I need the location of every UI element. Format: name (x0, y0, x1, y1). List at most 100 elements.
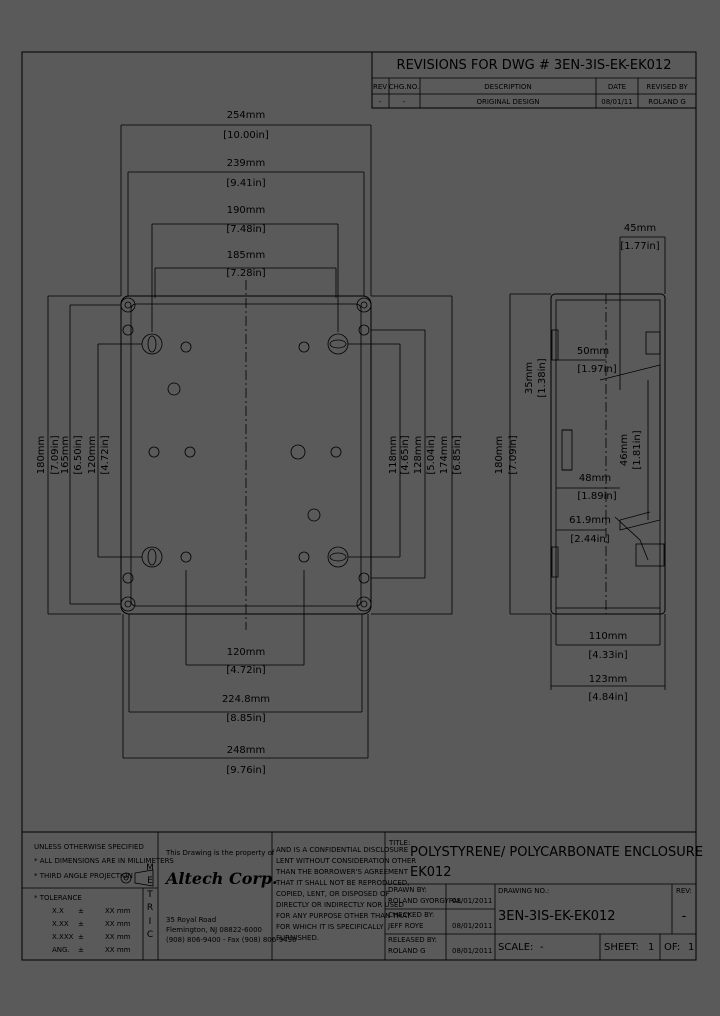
side-dim-45-in: [1.77in] (620, 241, 659, 252)
title-block: UNLESS OTHERWISE SPECIFIED * ALL DIMENSI… (21, 831, 703, 961)
confidential-line-6: DIRECTLY OR INDIRECTLY NOR USED (276, 901, 404, 909)
chg-value: - (403, 98, 406, 106)
revised-by-header: REVISED BY (646, 83, 688, 91)
side-outline (550, 293, 666, 615)
drawn-by-label: DRAWN BY: (388, 886, 427, 894)
vdim-120-in: [4.72in] (100, 435, 111, 474)
tol-val-2: XX mm (105, 920, 131, 928)
side-dim-46-mm: 46mm (619, 434, 630, 466)
tol-key-3: X.XXX (52, 933, 74, 941)
dim-2248-in: [8.85in] (226, 713, 265, 724)
tol-val-4: XX mm (105, 946, 131, 954)
metric-letter-m: M (146, 863, 154, 873)
note-line-1: UNLESS OTHERWISE SPECIFIED (34, 843, 144, 851)
dim-2248-mm: 224.8mm (222, 694, 270, 705)
tol-key-1: X.X (52, 907, 64, 915)
metric-letter-c: C (147, 930, 153, 940)
released-by-name: ROLAND G (388, 947, 426, 955)
address-line-2: Flemington, NJ 08822-6000 (166, 926, 262, 934)
address-line-1: 35 Royal Road (166, 916, 216, 924)
rev-value-block: - (682, 909, 687, 924)
dim-254-mm: 254mm (227, 110, 266, 121)
title-label: TITLE: (388, 839, 410, 847)
svg-text:±: ± (78, 907, 84, 915)
drawing-no-value: 3EN-3IS-EK-EK012 (498, 909, 616, 924)
dim-120-mm: 120mm (227, 647, 266, 658)
side-dim-48-mm: 48mm (579, 473, 611, 484)
side-dim-46-in: [1.81in] (632, 430, 643, 469)
side-dim-619-mm: 61.9mm (569, 515, 611, 526)
dim-190-mm: 190mm (227, 205, 266, 216)
vdim-128-mm: 128mm (413, 436, 424, 475)
revisions-title: REVISIONS FOR DWG # 3EN-3IS-EK-EK012 (397, 58, 672, 73)
metric-letter-i: I (149, 917, 152, 927)
rev-value: - (379, 98, 382, 106)
vdim-180-mm: 180mm (36, 436, 47, 475)
vdim-120-mm: 120mm (87, 436, 98, 475)
revised-by-value: ROLAND G (648, 98, 686, 106)
side-vdim-180-mm: 180mm (494, 436, 505, 475)
dim-239-in: [9.41in] (226, 178, 265, 189)
vdim-174-in: [6.85in] (452, 435, 463, 474)
drawing-border (21, 51, 697, 961)
side-dim-123-in: [4.84in] (588, 692, 627, 703)
dim-120-in: [4.72in] (226, 665, 265, 676)
tolerance-header: * TOLERANCE (34, 894, 82, 902)
property-note: This Drawing is the property of (165, 849, 275, 857)
svg-text:±: ± (78, 920, 84, 928)
description-header: DESCRIPTION (484, 83, 531, 91)
confidential-line-1: AND IS A CONFIDENTIAL DISCLOSURE (276, 846, 408, 854)
confidential-line-5: COPIED, LENT, OR DISPOSED OF (276, 890, 389, 898)
date-header: DATE (608, 83, 626, 91)
metric-letter-r: R (147, 903, 153, 913)
vdim-174-mm: 174mm (439, 436, 450, 475)
metric-letter-t: T (146, 890, 153, 900)
vdim-118-mm: 118mm (388, 436, 399, 475)
of-value: 1 (688, 942, 694, 953)
of-label: OF: (664, 942, 680, 953)
sheet-label: SHEET: (604, 942, 639, 953)
date-value: 08/01/11 (601, 98, 632, 106)
confidential-line-3: THAN THE BORROWER'S AGREEMENT (275, 868, 409, 876)
confidential-line-8: FOR WHICH IT IS SPECIFICALLY (276, 923, 384, 931)
dim-239-mm: 239mm (227, 158, 266, 169)
checked-date: 08/01/2011 (452, 922, 492, 930)
title-line-2: EK012 (410, 865, 452, 880)
tol-val-1: XX mm (105, 907, 131, 915)
chg-header: CHG.NO. (389, 83, 420, 91)
vdim-165-mm: 165mm (60, 436, 71, 475)
description-value: ORIGINAL DESIGN (476, 98, 539, 106)
third-angle-projection-icon (120, 869, 154, 887)
title-line-1: POLYSTYRENE/ POLYCARBONATE ENCLOSURE (410, 845, 703, 860)
dim-248-in: [9.76in] (226, 765, 265, 776)
side-dim-50-mm: 50mm (577, 346, 609, 357)
note-line-2: * ALL DIMENSIONS ARE IN MILLIMETERS (34, 857, 174, 865)
side-vdim-180-in: [7.09in] (508, 435, 519, 474)
mounting-bosses (141, 333, 349, 568)
confidential-line-4: THAT IT SHALL NOT BE REPRODUCED, (275, 879, 409, 887)
checked-by-name: JEFF ROYE (387, 922, 423, 930)
tol-val-3: XX mm (105, 933, 131, 941)
confidential-line-7: FOR ANY PURPOSE OTHER THAN THAT (276, 912, 411, 920)
side-dim-35-in: [1.38in] (537, 358, 548, 397)
scale-label: SCALE: (498, 942, 533, 953)
address-line-3: (908) 806-9400 - Fax (908) 806-9490 (166, 936, 297, 944)
note-line-3: * THIRD ANGLE PROJECTION (34, 872, 133, 880)
rev-label: REV: (676, 887, 692, 895)
svg-text:±: ± (78, 946, 84, 954)
dim-185-in: [7.28in] (226, 268, 265, 279)
sheet-value: 1 (648, 942, 654, 953)
rev-header: REV (373, 83, 387, 91)
drawing-no-label: DRAWING NO.: (498, 887, 549, 895)
dim-254-in: [10.00in] (223, 130, 269, 141)
confidential-line-9: FURNISHED. (276, 934, 319, 942)
side-dim-50-in: [1.97in] (577, 364, 616, 375)
svg-text:±: ± (78, 933, 84, 941)
vdim-165-in: [6.50in] (73, 435, 84, 474)
metric-letter-e: E (147, 876, 153, 886)
drawn-date: 08/01/2011 (452, 897, 492, 905)
company-logo: Altech Corp. (164, 869, 278, 888)
vdim-180-in: [7.09in] (50, 435, 61, 474)
